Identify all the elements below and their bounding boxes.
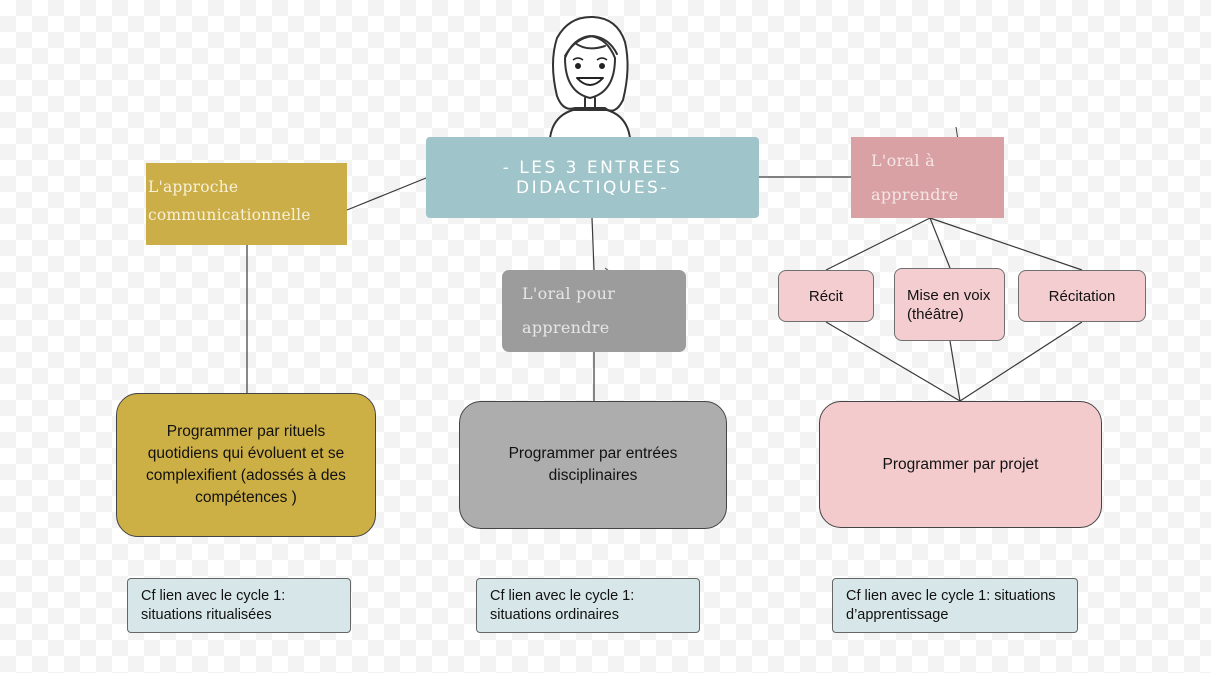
connector-oral-a-to-recitation [929, 217, 1083, 271]
note-situations-ritualisees: Cf lien avec le cycle 1: situations ritu… [127, 578, 351, 633]
oral-a-apprendre-node: L'oral à apprendre [851, 137, 1004, 218]
note-situations-ritualisees-label: Cf lien avec le cycle 1: situations ritu… [141, 587, 286, 623]
approche-communicationnelle-node: L'approche communicationnelle [146, 163, 347, 245]
central-title: - LES 3 ENTREES DIDACTIQUES- [426, 137, 759, 218]
oral-a-apprendre-label: L'oral à apprendre [871, 150, 959, 204]
programmer-disciplinaires-node: Programmer par entrées disciplinaires [459, 401, 727, 529]
oral-pour-apprendre-label: L'oral pour apprendre [522, 284, 616, 337]
note-situations-ordinaires-label: Cf lien avec le cycle 1: situations ordi… [490, 587, 635, 623]
programmer-projet-label: Programmer par projet [882, 455, 1039, 473]
recit-label: Récit [808, 287, 844, 305]
recitation-node: Récitation [1018, 270, 1146, 322]
mise-en-voix-label: Mise en voix (théâtre) [907, 286, 991, 323]
note-situations-apprentissage-label: Cf lien avec le cycle 1: situations d’ap… [846, 587, 1056, 623]
mise-en-voix-node: Mise en voix (théâtre) [894, 268, 1005, 341]
programmer-disciplinaires-label: Programmer par entrées disciplinaires [508, 445, 678, 484]
connector-recit-to-projet [825, 321, 961, 402]
connector-oral-a-to-recit [825, 217, 931, 271]
programmer-rituels-node: Programmer par rituels quotidiens qui év… [116, 393, 376, 537]
programmer-projet-node: Programmer par projet [819, 401, 1102, 528]
connector-title-to-oral-pour [591, 217, 595, 271]
central-title-label: - LES 3 ENTREES DIDACTIQUES- [502, 157, 683, 198]
connector-title-to-communicationnelle [346, 177, 427, 211]
connector-oral-a-to-voix [929, 217, 951, 269]
programmer-rituels-label: Programmer par rituels quotidiens qui év… [146, 423, 346, 506]
note-situations-ordinaires: Cf lien avec le cycle 1: situations ordi… [476, 578, 700, 633]
oral-pour-apprendre-node: L'oral pour apprendre [502, 270, 686, 352]
connector-recitation-to-projet [959, 321, 1083, 402]
note-situations-apprentissage: Cf lien avec le cycle 1: situations d’ap… [832, 578, 1078, 633]
recit-node: Récit [778, 270, 874, 322]
recitation-label: Récitation [1048, 287, 1116, 305]
approche-communicationnelle-label: L'approche communicationnelle [148, 178, 311, 224]
connector-voix-to-projet [949, 340, 961, 402]
smiling-girl-icon [549, 15, 631, 138]
